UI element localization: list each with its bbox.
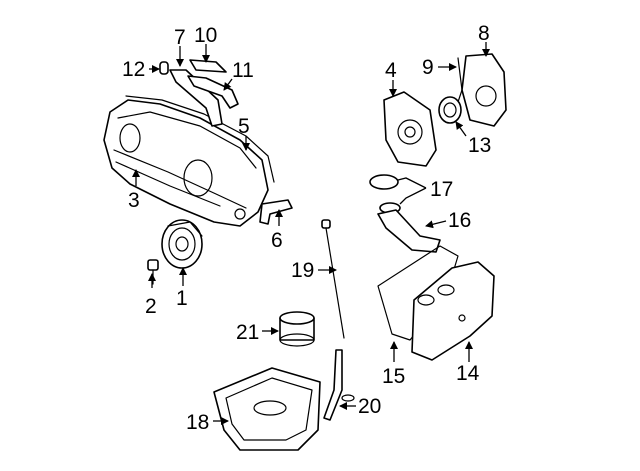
part-7-bracket (169, 69, 223, 127)
callout-13: 13 (468, 134, 491, 157)
callout-6: 6 (271, 229, 283, 252)
callout-18: 18 (186, 411, 209, 434)
part-21-oil-filter (279, 311, 315, 347)
part-11-bracket (187, 75, 239, 109)
callout-8: 8 (478, 22, 490, 45)
callout-12: 12 (122, 58, 145, 81)
part-2-pulley-bolt (147, 259, 159, 285)
callout-15: 15 (382, 365, 405, 388)
part-14-oil-pan-upper (411, 261, 495, 361)
part-4-timing-cover (383, 91, 437, 167)
callout-3: 3 (128, 189, 140, 212)
callout-10: 10 (194, 24, 217, 47)
callout-17: 17 (430, 178, 453, 201)
part-10-gasket-strip (189, 59, 227, 73)
callout-16: 16 (448, 209, 471, 232)
callout-4: 4 (385, 59, 397, 82)
callout-11: 11 (232, 59, 254, 82)
part-17-cap (369, 174, 401, 214)
callout-19: 19 (291, 259, 314, 282)
leader-lines (132, 42, 490, 425)
part-6-bracket (259, 199, 293, 225)
part-12-grommet (159, 61, 169, 75)
part-8-timing-cover (461, 53, 507, 127)
part-18-oil-pan (213, 367, 321, 451)
callout-5: 5 (238, 115, 250, 138)
callout-21: 21 (236, 321, 259, 344)
callout-20: 20 (358, 395, 381, 418)
part-5-cover-gasket (125, 95, 275, 183)
callout-2: 2 (145, 295, 157, 318)
part-20-dipstick-tube (323, 349, 355, 421)
part-13-oil-seal (438, 96, 462, 124)
part-19-dipstick (321, 219, 345, 339)
part-1-crank-pulley (161, 219, 203, 269)
callout-7: 7 (174, 26, 186, 49)
part-16-filler-pipe (377, 209, 441, 253)
callout-14: 14 (456, 362, 480, 385)
part-3-timing-belt-cover (103, 99, 269, 227)
callout-9: 9 (422, 56, 434, 79)
callout-1: 1 (176, 287, 188, 310)
